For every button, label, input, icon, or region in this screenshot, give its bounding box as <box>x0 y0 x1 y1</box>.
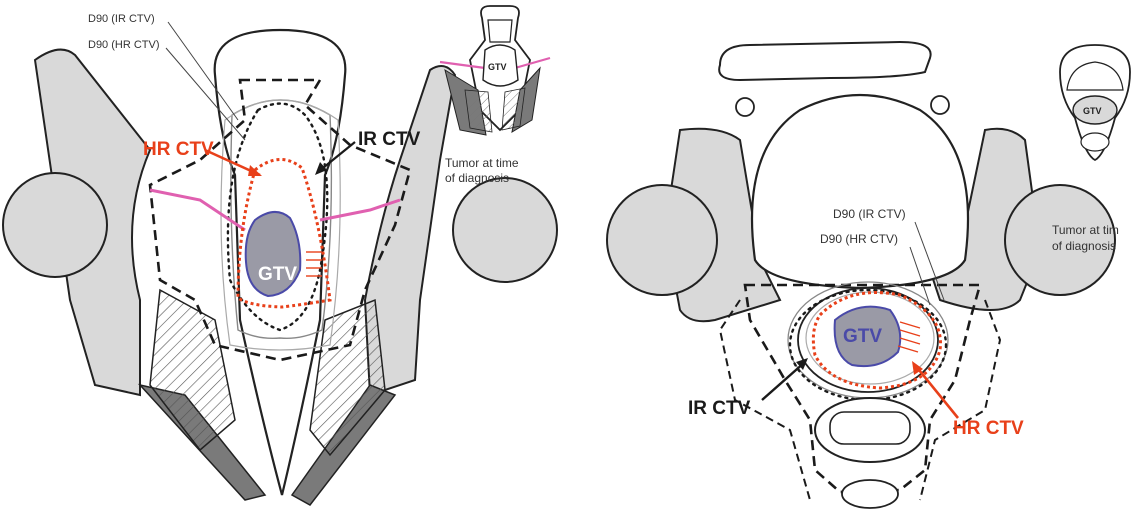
right-small-foramen <box>931 96 949 114</box>
ir-ctv-label-left: IR CTV <box>358 129 421 150</box>
bladder <box>752 95 968 288</box>
inset-left: GTV Tumor at time of diagnosis <box>440 6 550 185</box>
left-small-foramen <box>736 98 754 116</box>
left-femoral-head <box>3 173 107 277</box>
anal-canal <box>842 480 898 508</box>
inset-rectum-right <box>1081 133 1109 151</box>
gtv-label-right: GTV <box>843 326 882 347</box>
inset-caption-line1-right: Tumor at tim <box>1052 223 1119 237</box>
right-femoral-head <box>453 178 557 282</box>
gtv-label-left: GTV <box>258 264 297 285</box>
inset-caption-line1-left: Tumor at time <box>445 156 519 170</box>
hr-ctv-label-right: HR CTV <box>953 418 1024 439</box>
ir-ctv-arrow-right <box>762 362 805 400</box>
d90-ir-label-left: D90 (IR CTV) <box>88 13 155 25</box>
d90-hr-label-right: D90 (HR CTV) <box>820 232 898 246</box>
inset-gtv-label-left: GTV <box>488 62 507 72</box>
left-hatched-region <box>150 290 235 450</box>
right-panel: GTV D90 (IR CTV) D90 (HR CTV) IR CTV HR … <box>607 42 1130 508</box>
ir-ctv-label-right: IR CTV <box>688 398 751 419</box>
rectum-lumen <box>830 412 910 444</box>
left-panel: GTV D90 (IR CTV) D90 (HR CTV) HR CTV IR … <box>3 6 557 505</box>
left-femoral-head-axial <box>607 185 717 295</box>
d90-hr-label-left: D90 (HR CTV) <box>88 39 160 51</box>
hr-ctv-label-left: HR CTV <box>143 139 214 160</box>
inset-caption-line2-right: of diagnosis <box>1052 239 1116 253</box>
inset-gtv-label-right: GTV <box>1083 106 1102 116</box>
right-hatched-region <box>310 300 385 455</box>
d90-ir-label-right: D90 (IR CTV) <box>833 207 906 221</box>
inset-caption-line2-left: of diagnosis <box>445 171 509 185</box>
pubic-bar <box>719 42 930 80</box>
